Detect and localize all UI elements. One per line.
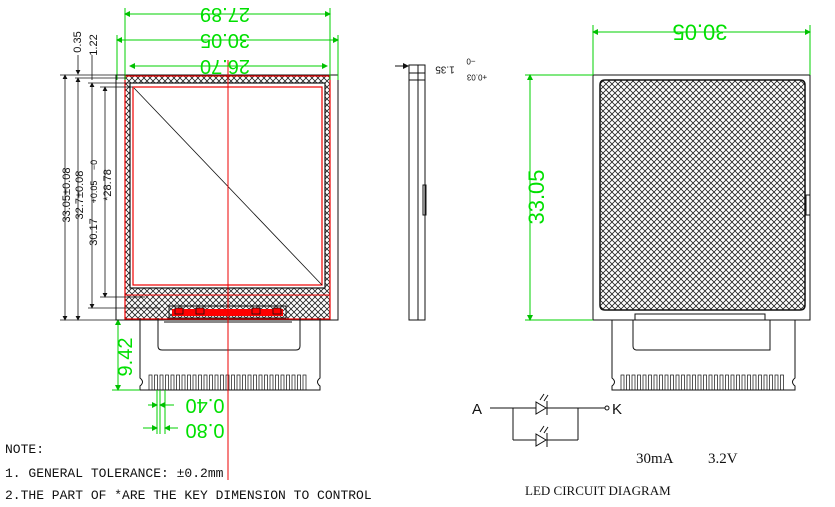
fpc-pin: [242, 374, 246, 391]
dim-30-17: 30.17: [88, 218, 100, 246]
front-view: [115, 60, 339, 480]
back-dimensions: [525, 25, 811, 321]
fpc-pin: [780, 374, 784, 391]
fpc-pin: [637, 374, 641, 391]
dim-1-35-tol-plus: +0.03: [466, 73, 487, 82]
fpc-pin: [769, 374, 773, 391]
fpc-pin: [730, 374, 735, 391]
fpc-pin: [774, 374, 779, 391]
note-heading: NOTE:: [5, 442, 45, 457]
fpc-pin: [692, 374, 696, 391]
fpc-pin: [264, 374, 268, 391]
fpc-pin: [675, 374, 680, 391]
fpc-pin: [681, 374, 685, 391]
fpc-pin: [209, 374, 213, 391]
dim-0-80: 0.80: [186, 419, 225, 441]
note-item: 1. GENERAL TOLERANCE: ±0.2mm: [5, 466, 224, 481]
dim-30-05-back: 30.05: [672, 20, 727, 45]
dim-33-05-back: 33.05: [524, 169, 549, 224]
fpc-pin: [214, 374, 219, 391]
led-diode-icon: [535, 433, 547, 447]
fpc-pin: [664, 374, 669, 391]
cathode-label: K: [612, 401, 622, 418]
fpc-pin: [176, 374, 180, 391]
fpc-pin: [231, 374, 235, 391]
height-dimensions: [60, 55, 160, 321]
fpc-pin: [620, 374, 625, 391]
fpc-pin: [236, 374, 241, 391]
fpc-pin: [187, 374, 191, 391]
fpc-pin: [648, 374, 652, 391]
fpc-pin: [736, 374, 740, 391]
dim-9-42: 9.42: [115, 338, 137, 377]
fpc-pin: [275, 374, 279, 391]
dim-27-89: 27.89: [200, 3, 250, 25]
fpc-pin: [203, 374, 208, 391]
led-diode-icon: [535, 401, 547, 415]
fpc-pin: [747, 374, 751, 391]
fpc-pin: [192, 374, 197, 391]
fpc-pin: [181, 374, 186, 391]
fpc-pin: [247, 374, 252, 391]
back-view: [592, 74, 811, 391]
fpc-pin: [741, 374, 746, 391]
dim-0-40: 0.40: [186, 394, 225, 416]
dim-30-05-front: 30.05: [200, 29, 250, 51]
fpc-pin: [659, 374, 663, 391]
dim-30-17-tol-plus: +0.05: [89, 181, 99, 204]
fpc-pin: [165, 374, 169, 391]
fpc-pin: [291, 374, 296, 391]
front-dimensions: [112, 8, 339, 434]
fpc-pin: [220, 374, 224, 391]
fpc-pin: [670, 374, 674, 391]
fpc-pin: [653, 374, 658, 391]
dim-1-35: 1.35: [435, 64, 455, 75]
fpc-pin: [280, 374, 285, 391]
dim-28-78: *28.78: [102, 169, 114, 201]
fpc-pin: [642, 374, 647, 391]
fpc-pin: [763, 374, 768, 391]
dim-1-35-tol-minus: −0: [466, 57, 476, 66]
fpc-pin: [631, 374, 636, 391]
fpc-pin: [697, 374, 702, 391]
fpc-pin: [714, 374, 718, 391]
fpc-pin: [198, 374, 202, 391]
fpc-pin: [170, 374, 175, 391]
fpc-pin: [708, 374, 713, 391]
fpc-pin: [258, 374, 263, 391]
fpc-pin: [686, 374, 691, 391]
fpc-pin: [286, 374, 290, 391]
note-item: 2.THE PART OF *ARE THE KEY DIMENSION TO …: [5, 488, 372, 503]
dim-26-70: 26.70: [200, 55, 250, 77]
dim-1-22: 1.22: [88, 34, 100, 55]
fpc-pin: [297, 374, 301, 391]
fpc-pin: [719, 374, 724, 391]
fpc-tail: [139, 318, 321, 391]
dim-30-17-tol-minus: −0: [89, 160, 99, 170]
anode-label: A: [472, 401, 482, 418]
dim-0-35: 0.35: [72, 31, 84, 52]
fpc-pin: [752, 374, 757, 391]
fpc-pin: [725, 374, 729, 391]
fpc-pin: [626, 374, 630, 391]
led-voltage: 3.2V: [708, 451, 738, 467]
fpc-pin: [758, 374, 762, 391]
dim-33-05-tol: 33.05±0.08: [61, 168, 73, 223]
fpc-pin: [302, 374, 307, 391]
fpc-pin: [148, 374, 153, 391]
fpc-pin: [269, 374, 274, 391]
side-view: [395, 63, 427, 321]
led-circuit: [490, 393, 610, 447]
led-current: 30mA: [636, 451, 674, 467]
fpc-pin: [159, 374, 164, 391]
fpc-pin: [703, 374, 707, 391]
led-circuit-title: LED CIRCUIT DIAGRAM: [525, 483, 671, 498]
fpc-pin: [154, 374, 158, 391]
fpc-pin: [253, 374, 257, 391]
dim-32-7-tol: 32.7±0.08: [74, 171, 86, 220]
